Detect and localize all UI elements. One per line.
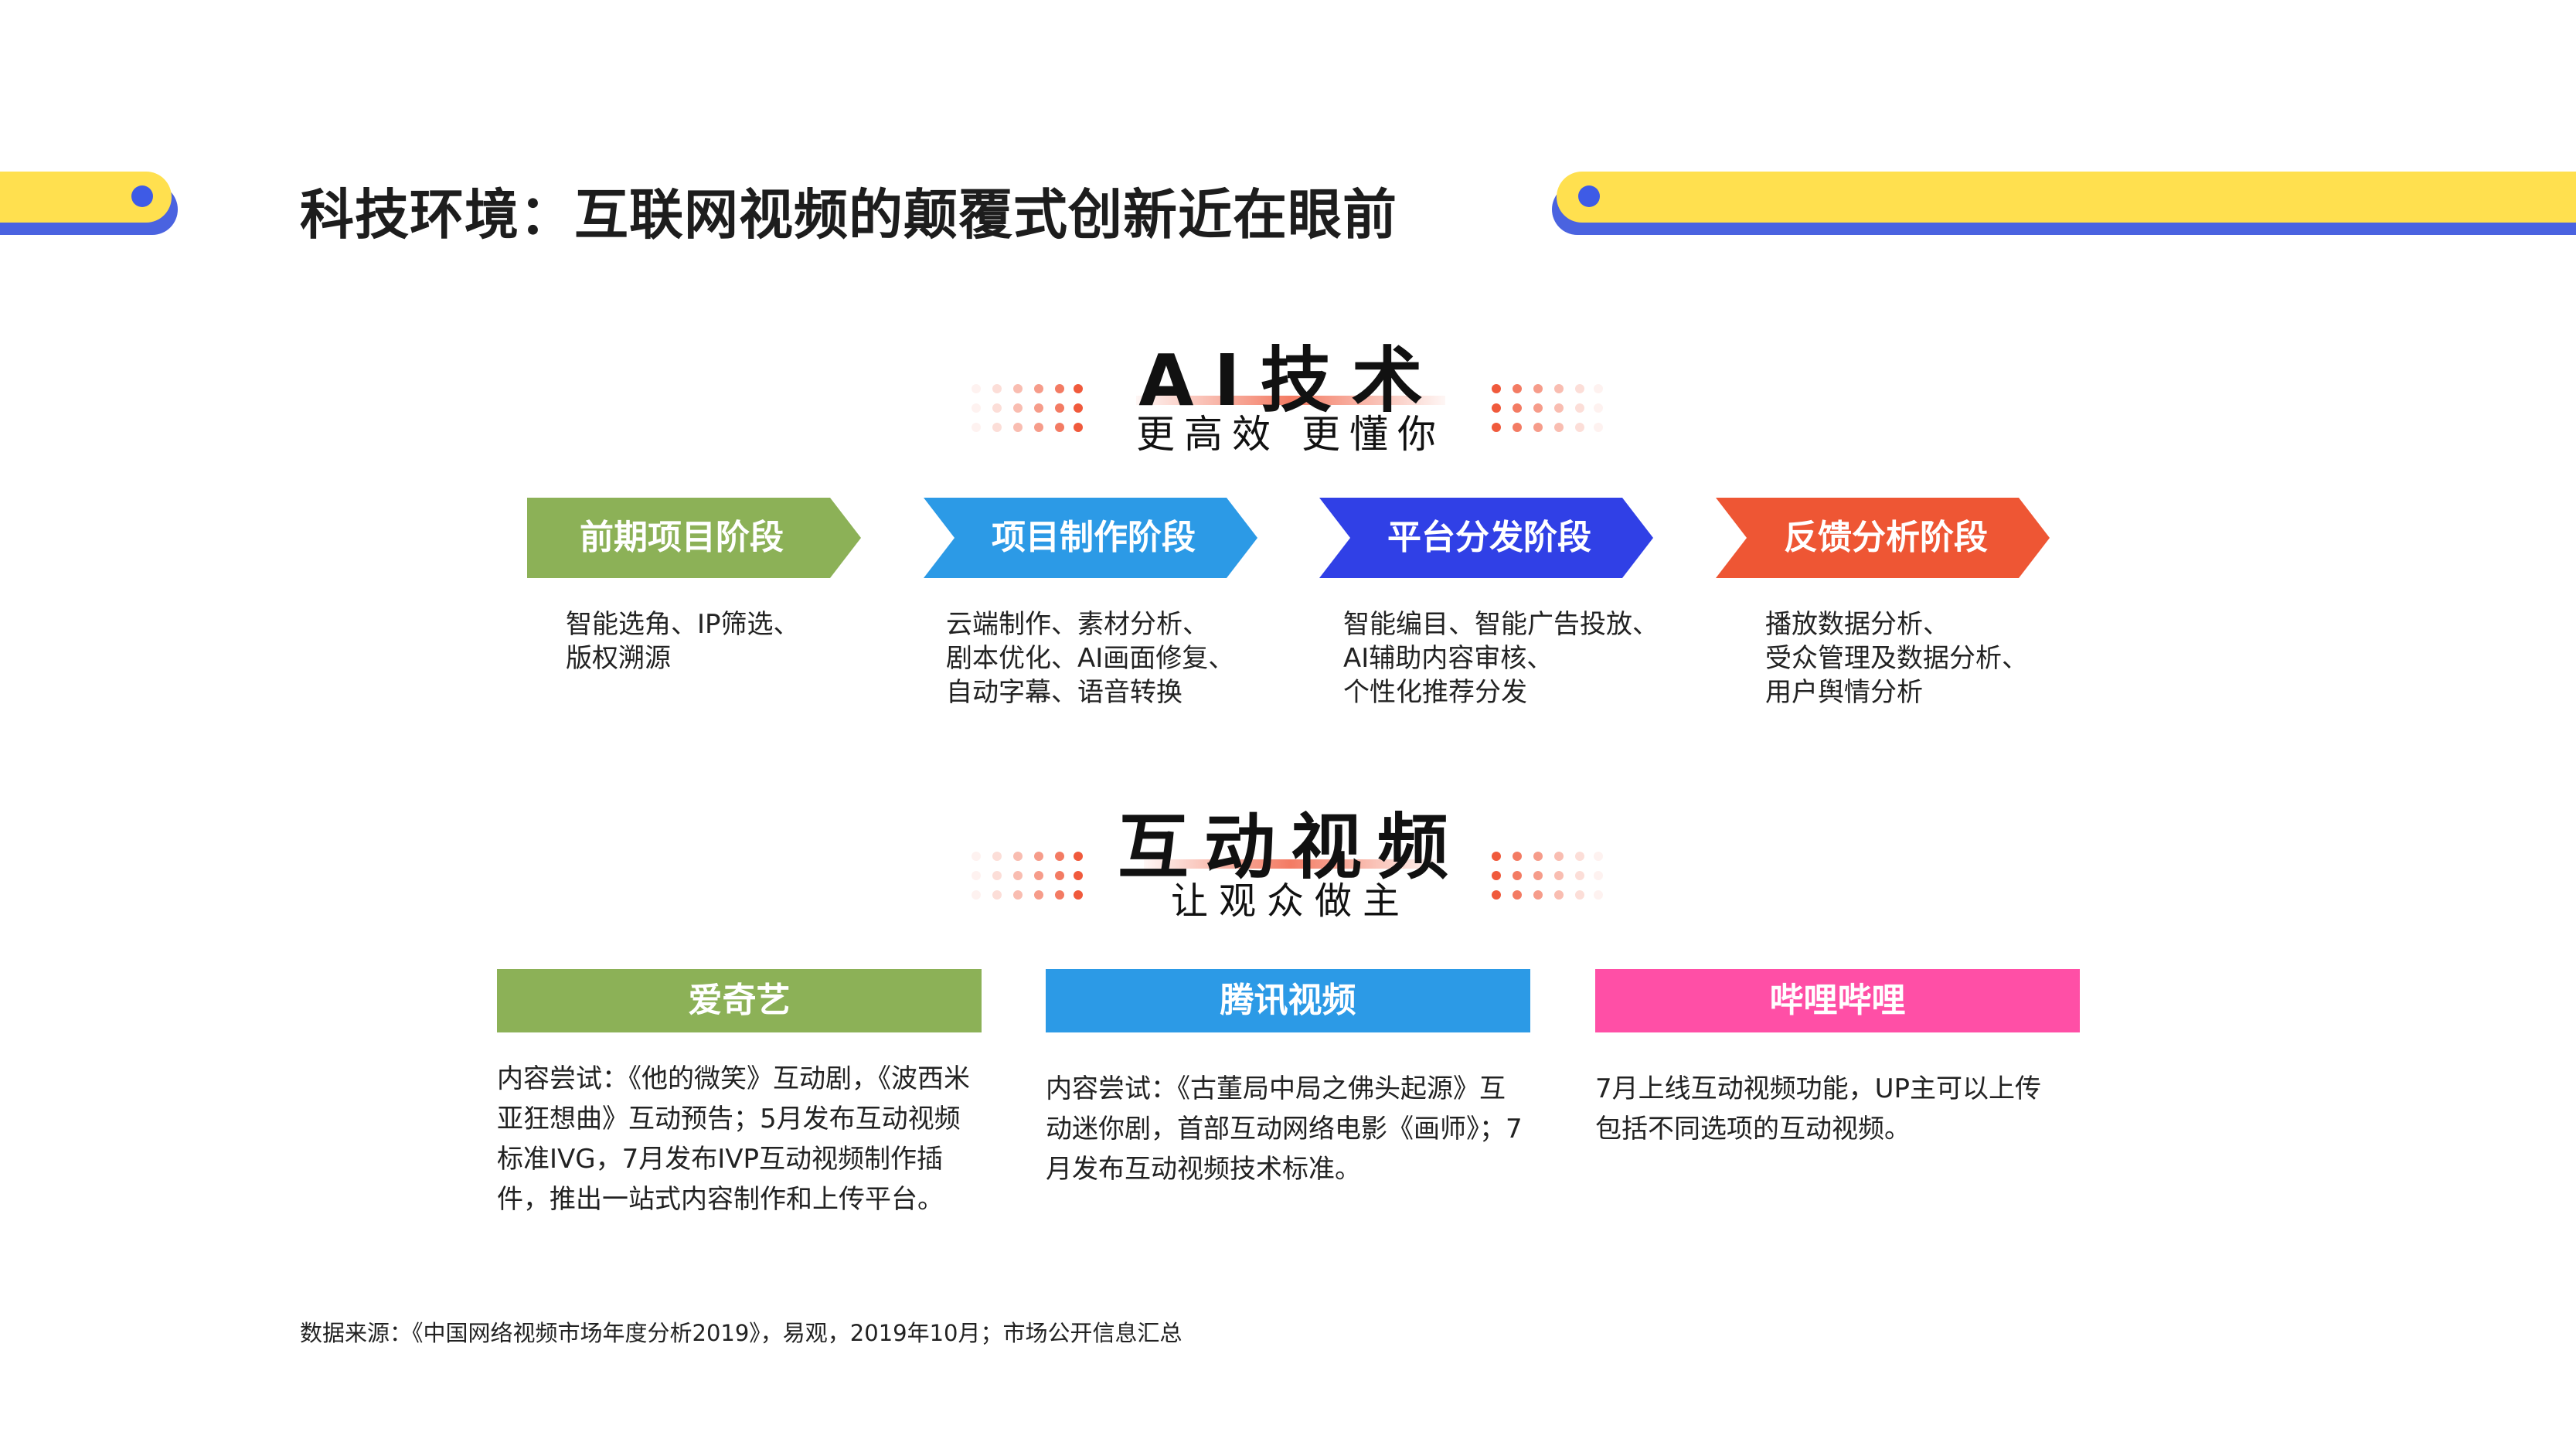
stage-line: 云端制作、素材分析、 [946, 609, 1209, 640]
platform-line: 亚狂想曲》互动预告；5月发布互动视频 [497, 1104, 961, 1134]
platform-description-iqiyi: 内容尝试：《他的微笑》互动剧，《波西米 亚狂想曲》互动预告；5月发布互动视频 标… [497, 1059, 992, 1219]
header-dot-left [131, 185, 153, 207]
stage-description-distribution: 智能编目、智能广告投放、 AI辅助内容审核、 个性化推荐分发 [1343, 607, 1659, 709]
dots-decoration-left [972, 384, 1083, 432]
platform-line: 包括不同选项的互动视频。 [1595, 1114, 1911, 1145]
stage-label: 反馈分析阶段 [1784, 518, 1988, 557]
stage-line: AI辅助内容审核、 [1343, 643, 1553, 674]
stage-line: 自动字幕、语音转换 [946, 677, 1183, 708]
platform-line: 月发布互动视频技术标准。 [1046, 1154, 1361, 1185]
page-title: 科技环境：互联网视频的颠覆式创新近在眼前 [300, 183, 1397, 247]
stage-arrow-distribution: 平台分发阶段 [1319, 498, 1653, 578]
platform-line: 标准IVG，7月发布IVP互动视频制作插 [497, 1144, 944, 1175]
stage-description-production: 云端制作、素材分析、 剧本优化、AI画面修复、 自动字幕、语音转换 [946, 607, 1234, 709]
dots-decoration-right [1492, 852, 1603, 900]
interactive-section-title: 互动视频 [1117, 806, 1464, 889]
platform-header-tencent: 腾讯视频 [1046, 969, 1530, 1032]
stage-description-feedback: 播放数据分析、 受众管理及数据分析、 用户舆情分析 [1765, 607, 2028, 709]
dots-decoration-right [1492, 384, 1603, 432]
stage-arrow-production: 项目制作阶段 [924, 498, 1257, 578]
stage-arrow-preproduction: 前期项目阶段 [527, 498, 861, 578]
ai-title-underline [1136, 396, 1445, 405]
platform-line: 7月上线互动视频功能，UP主可以上传 [1595, 1073, 2042, 1104]
stage-line: 版权溯源 [566, 643, 671, 674]
stage-line: 播放数据分析、 [1765, 609, 1949, 640]
stage-label: 前期项目阶段 [580, 518, 784, 557]
stage-description-preproduction: 智能选角、IP筛选、 版权溯源 [566, 607, 800, 675]
header-dot-right [1578, 185, 1600, 207]
dots-decoration-left [972, 852, 1083, 900]
platform-header-bilibili: 哔哩哔哩 [1595, 969, 2080, 1032]
platform-line: 件，推出一站式内容制作和上传平台。 [497, 1184, 944, 1215]
ai-section-title: AI技术 [1138, 339, 1443, 422]
platform-line: 内容尝试：《古董局中局之佛头起源》互 [1046, 1073, 1506, 1104]
platform-description-bilibili: 7月上线互动视频功能，UP主可以上传 包括不同选项的互动视频。 [1595, 1069, 2090, 1149]
data-source-note: 数据来源：《中国网络视频市场年度分析2019》，易观，2019年10月；市场公开… [300, 1320, 1183, 1346]
stage-arrow-feedback: 反馈分析阶段 [1716, 498, 2050, 578]
stage-label: 平台分发阶段 [1387, 518, 1591, 557]
stage-label: 项目制作阶段 [992, 518, 1196, 557]
interactive-title-underline [1144, 859, 1438, 869]
stage-line: 智能编目、智能广告投放、 [1343, 609, 1659, 640]
ai-section-subtitle: 更高效 更懂你 [1136, 412, 1445, 457]
platform-header-iqiyi: 爱奇艺 [497, 969, 982, 1032]
interactive-section-subtitle: 让观众做主 [1170, 879, 1411, 923]
stage-line: 个性化推荐分发 [1343, 677, 1527, 708]
stage-line: 剧本优化、AI画面修复、 [946, 643, 1235, 674]
stage-line: 智能选角、IP筛选、 [566, 609, 800, 640]
platform-line: 动迷你剧，首部互动网络电影《画师》；7 [1046, 1114, 1523, 1145]
stage-line: 用户舆情分析 [1765, 677, 1923, 708]
stage-line: 受众管理及数据分析、 [1765, 643, 2028, 674]
platform-line: 内容尝试：《他的微笑》互动剧，《波西米 [497, 1063, 970, 1094]
platform-description-tencent: 内容尝试：《古董局中局之佛头起源》互 动迷你剧，首部互动网络电影《画师》；7 月… [1046, 1069, 1540, 1189]
